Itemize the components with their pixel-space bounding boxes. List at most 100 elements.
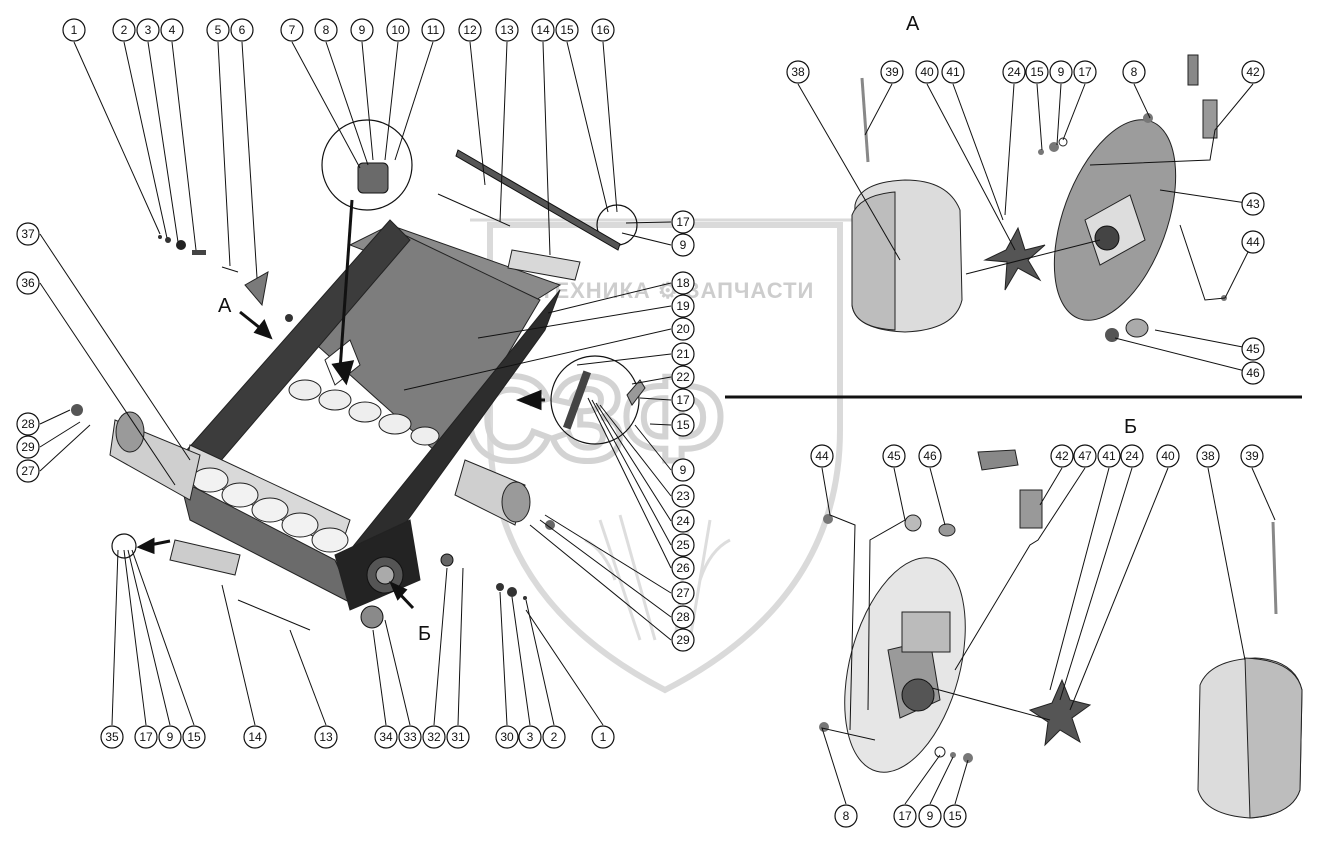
callout-number: 20 (676, 322, 690, 336)
callout-view-a-5: 24 (1002, 60, 1026, 84)
callout-view-a-11: 43 (1241, 192, 1265, 216)
callout-number: 12 (463, 23, 477, 37)
callout-number: 15 (676, 418, 690, 432)
callout-number: 9 (1058, 65, 1065, 79)
callout-number: 15 (948, 809, 962, 823)
callout-number: 42 (1055, 449, 1069, 463)
callout-number: 40 (1161, 449, 1175, 463)
callout-number: 11 (427, 23, 440, 37)
callout-number: 8 (843, 809, 850, 823)
callout-left-column-1: 37 (16, 222, 40, 246)
callout-right-column-16: 28 (671, 605, 695, 629)
callout-view-a-6: 15 (1025, 60, 1049, 84)
callout-top-row-14: 14 (531, 18, 555, 42)
callout-view-b-7: 24 (1120, 444, 1144, 468)
callout-number: 2 (121, 23, 128, 37)
callout-right-column-10: 9 (671, 458, 695, 482)
callout-top-row-9: 9 (350, 18, 374, 42)
callout-bottom-row-1: 35 (100, 725, 124, 749)
callout-right-column-5: 20 (671, 317, 695, 341)
callout-bottom-row-4: 15 (182, 725, 206, 749)
callout-bottom-row-5: 14 (243, 725, 267, 749)
callout-number: 31 (451, 730, 465, 744)
callout-top-row-1: 1 (62, 18, 86, 42)
callout-number: 15 (560, 23, 574, 37)
callout-right-column-6: 21 (671, 342, 695, 366)
callout-right-column-12: 24 (671, 509, 695, 533)
callout-number: 44 (815, 449, 829, 463)
callout-top-row-15: 15 (555, 18, 579, 42)
callout-left-column-2: 36 (16, 271, 40, 295)
callout-number: 3 (527, 730, 534, 744)
view-a-title: А (906, 13, 920, 35)
callout-number: 13 (319, 730, 333, 744)
callout-number: 6 (239, 23, 246, 37)
callout-number: 1 (71, 23, 78, 37)
callout-top-row-13: 13 (495, 18, 519, 42)
callout-number: 29 (676, 633, 690, 647)
callout-number: 22 (676, 370, 690, 384)
callout-view-b-11: 8 (834, 804, 858, 828)
callout-view-b-4: 42 (1050, 444, 1074, 468)
callout-number: 24 (676, 514, 690, 528)
callout-right-column-9: 15 (671, 413, 695, 437)
callout-number: 8 (323, 23, 330, 37)
callout-number: 38 (791, 65, 805, 79)
callout-number: 4 (169, 23, 176, 37)
callout-number: 46 (1246, 366, 1260, 380)
callout-right-column-14: 26 (671, 556, 695, 580)
callout-top-row-16: 16 (591, 18, 615, 42)
callout-view-a-14: 46 (1241, 361, 1265, 385)
callout-view-b-9: 38 (1196, 444, 1220, 468)
callout-bottom-row-2: 17 (134, 725, 158, 749)
callout-number: 45 (887, 449, 901, 463)
callout-number: 24 (1125, 449, 1139, 463)
callout-number: 21 (676, 347, 690, 361)
callout-left-column-3: 28 (16, 412, 40, 436)
callout-number: 23 (676, 489, 690, 503)
callout-view-b-13: 9 (918, 804, 942, 828)
callout-number: 17 (676, 393, 690, 407)
leader-lines (39, 41, 1276, 805)
callout-number: 42 (1246, 65, 1260, 79)
callout-number: 2 (551, 730, 558, 744)
callout-view-b-12: 17 (893, 804, 917, 828)
callout-bottom-row-6: 13 (314, 725, 338, 749)
callout-view-a-1: 38 (786, 60, 810, 84)
callout-top-row-10: 10 (386, 18, 410, 42)
callout-number: 9 (359, 23, 366, 37)
callout-top-row-2: 2 (112, 18, 136, 42)
callout-number: 10 (391, 23, 405, 37)
view-b-assembly (819, 449, 1303, 819)
callout-number: 7 (289, 23, 296, 37)
callout-number: 39 (1245, 449, 1259, 463)
callout-number: 9 (680, 463, 687, 477)
callout-right-column-3: 18 (671, 271, 695, 295)
callout-number: 47 (1078, 449, 1092, 463)
callout-number: 14 (536, 23, 550, 37)
callout-view-a-8: 17 (1073, 60, 1097, 84)
callout-number: 8 (1131, 65, 1138, 79)
callout-view-a-3: 40 (915, 60, 939, 84)
callout-number: 19 (676, 299, 690, 313)
callout-top-row-5: 5 (206, 18, 230, 42)
callout-number: 9 (680, 238, 687, 252)
callout-number: 38 (1201, 449, 1215, 463)
callout-number: 25 (676, 538, 690, 552)
callout-number: 27 (676, 586, 690, 600)
callout-bottom-row-3: 9 (158, 725, 182, 749)
callout-number: 27 (21, 464, 35, 478)
callout-view-a-10: 42 (1241, 60, 1265, 84)
callout-right-column-11: 23 (671, 484, 695, 508)
callout-view-b-2: 45 (882, 444, 906, 468)
callout-bottom-row-8: 33 (398, 725, 422, 749)
callout-number: 45 (1246, 342, 1260, 356)
callout-view-a-4: 41 (941, 60, 965, 84)
callout-number: 24 (1007, 65, 1021, 79)
callout-number: 46 (923, 449, 937, 463)
callout-top-row-11: 11 (421, 18, 445, 42)
callout-number: 3 (145, 23, 152, 37)
callout-number: 34 (379, 730, 393, 744)
callout-view-b-3: 46 (918, 444, 942, 468)
